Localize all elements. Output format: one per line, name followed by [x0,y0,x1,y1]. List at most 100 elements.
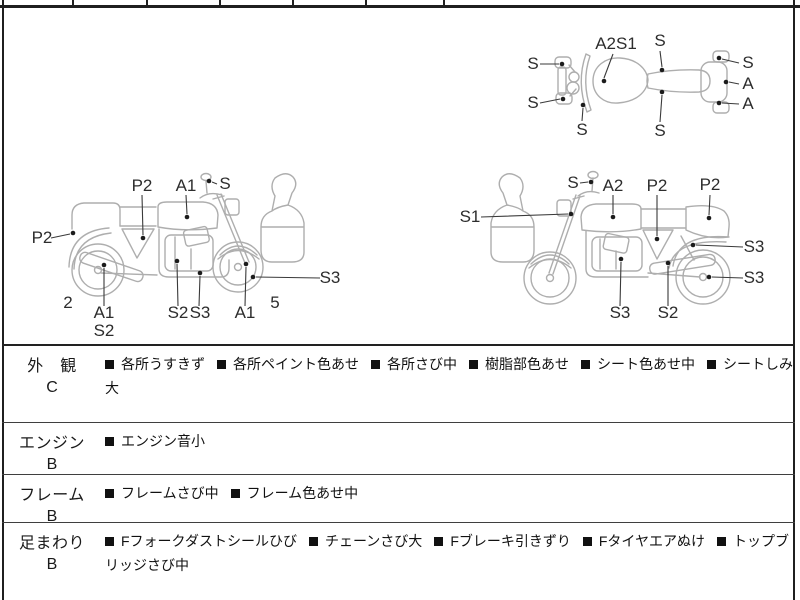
page-border-left [2,0,4,600]
header-cell-divider [292,0,294,5]
callout-label: S3 [320,268,341,287]
engine-shape [164,234,214,272]
swingarm-shape [100,272,158,276]
motorcycle-top-view-art [554,50,730,114]
condition-item-text: Fフォークダストシールひび [121,533,297,549]
frame-triangle-shape [642,229,674,260]
fuel-tank-top-shape [592,57,649,104]
top-view-leaders [539,50,740,123]
bullet-square-icon [469,360,478,369]
rear-fender-shape [68,227,112,270]
headlight-shape [224,198,240,216]
seat-shape [640,208,687,229]
condition-item-text: Fタイヤエアぬけ [598,533,706,549]
bullet-square-icon [434,537,444,546]
category-label: エンジン [18,435,85,452]
bullet-square-icon [371,360,380,369]
defect-items-cell: 各所うすきず各所ペイント色あせ各所さび中樹脂部色あせシート色あせ中シートしみ大 [102,346,795,422]
front-fender-shape [528,254,572,269]
table-row-engine: エンジン B エンジン音小 [2,423,795,475]
front-wheel-shape [523,251,577,305]
bullet-square-icon [309,537,318,546]
callout-label: S3 [610,303,631,322]
condition-item-text: シートしみ大 [105,356,793,396]
front-fork-shape [212,193,250,264]
condition-item: エンジン音小 [105,433,205,449]
category-cell: フレーム B [2,475,102,525]
category-cell: エンジン B [2,423,102,474]
front-wheel-top-shape [580,53,592,113]
left-grip-shape [555,92,573,105]
handlebar-side-shape [199,192,223,199]
left-side-callouts: P2 A1 S P2 A1 S2 S2 S3 A1 S3 2 5 [32,174,341,340]
callout-label: S3 [190,303,211,322]
top-view-callouts: A2S1 S S S S S S A A [527,31,754,140]
handlebar-shape [557,66,567,96]
rear-body-top-shape [700,61,728,103]
condition-table: 外 観 C 各所うすきず各所ペイント色あせ各所さび中樹脂部色あせシート色あせ中シ… [2,344,795,600]
condition-item: フレームさび中 [105,485,219,501]
condition-item-text: チェーンさび大 [325,533,423,549]
condition-item-text: トップブリッジさび中 [105,533,790,573]
callout-label: S [576,120,587,139]
callout-label: S [742,53,753,72]
defect-items-cell: Fフォークダストシールひび チェーンさび大 Fブレーキ引きずり Fタイヤエアぬけトップ… [102,523,795,600]
condition-item: シートしみ大 [105,356,793,396]
left-side-leaders [50,178,321,307]
left-mirror-shape [554,56,572,69]
frame-triangle-shape [121,228,155,259]
callout-label: P2 [700,175,721,194]
mirror-shape [587,170,599,180]
bullet-square-icon [582,537,592,546]
callout-label: S1 [460,207,481,226]
category-cell: 足まわり B [2,523,102,600]
condition-item: フレーム色あせ中 [230,485,358,501]
category-cell: 外 観 C [2,346,102,422]
callout-label: P2 [32,228,53,247]
condition-item-text: フレームさび中 [121,485,219,501]
defect-items-cell: エンジン音小 [102,423,795,474]
condition-item: シート色あせ中 [581,356,695,372]
condition-item: チェーンさび大 [309,533,422,549]
bullet-square-icon [105,489,114,498]
detached-cowl-shape [260,173,305,263]
right-side-leaders [480,179,744,307]
category-label: 足まわり [18,535,85,552]
swingarm-shape [647,272,701,278]
callout-label: S [527,93,538,112]
condition-item-text: 各所ペイント色あせ [233,356,359,372]
motorcycle-top-view-diagram: A2S1 S S S S S S A A [527,31,754,140]
grade-value: B [46,456,58,473]
mirror-shape [200,172,212,182]
tail-cowl-shape [71,202,121,230]
callout-label: S [654,31,665,50]
rear-wheel-shape [71,243,125,297]
callout-label: P2 [647,176,668,195]
callout-label: S [219,174,230,193]
exhaust-muffler-shape [79,251,144,283]
stock-number: 2 [63,293,72,312]
headlight-shape [556,199,572,217]
condition-item-text: Fブレーキ引きずり [450,533,571,549]
category-label: フレーム [19,487,85,504]
condition-item-text: 各所さび中 [387,356,457,372]
bullet-square-icon [105,437,114,446]
callout-label: S3 [744,237,765,256]
callout-label: P2 [132,176,153,195]
header-cell-divider [72,0,74,5]
header-cell-divider [146,0,148,5]
condition-item: Fタイヤエアぬけ [582,533,706,549]
engine-shape [591,236,643,272]
carburetor-shape [602,232,630,254]
condition-item: Fブレーキ引きずり [434,533,571,549]
bullet-square-icon [217,360,226,369]
condition-item: 各所さび中 [371,356,457,372]
condition-item: トップブリッジさび中 [105,533,789,573]
callout-label: S2 [658,303,679,322]
condition-item-text: シート色あせ中 [597,356,695,372]
rear-wheel-shape [675,249,731,305]
header-cell-divider [443,0,445,5]
front-fender-shape [217,245,260,260]
callout-label: S2 [94,321,115,340]
